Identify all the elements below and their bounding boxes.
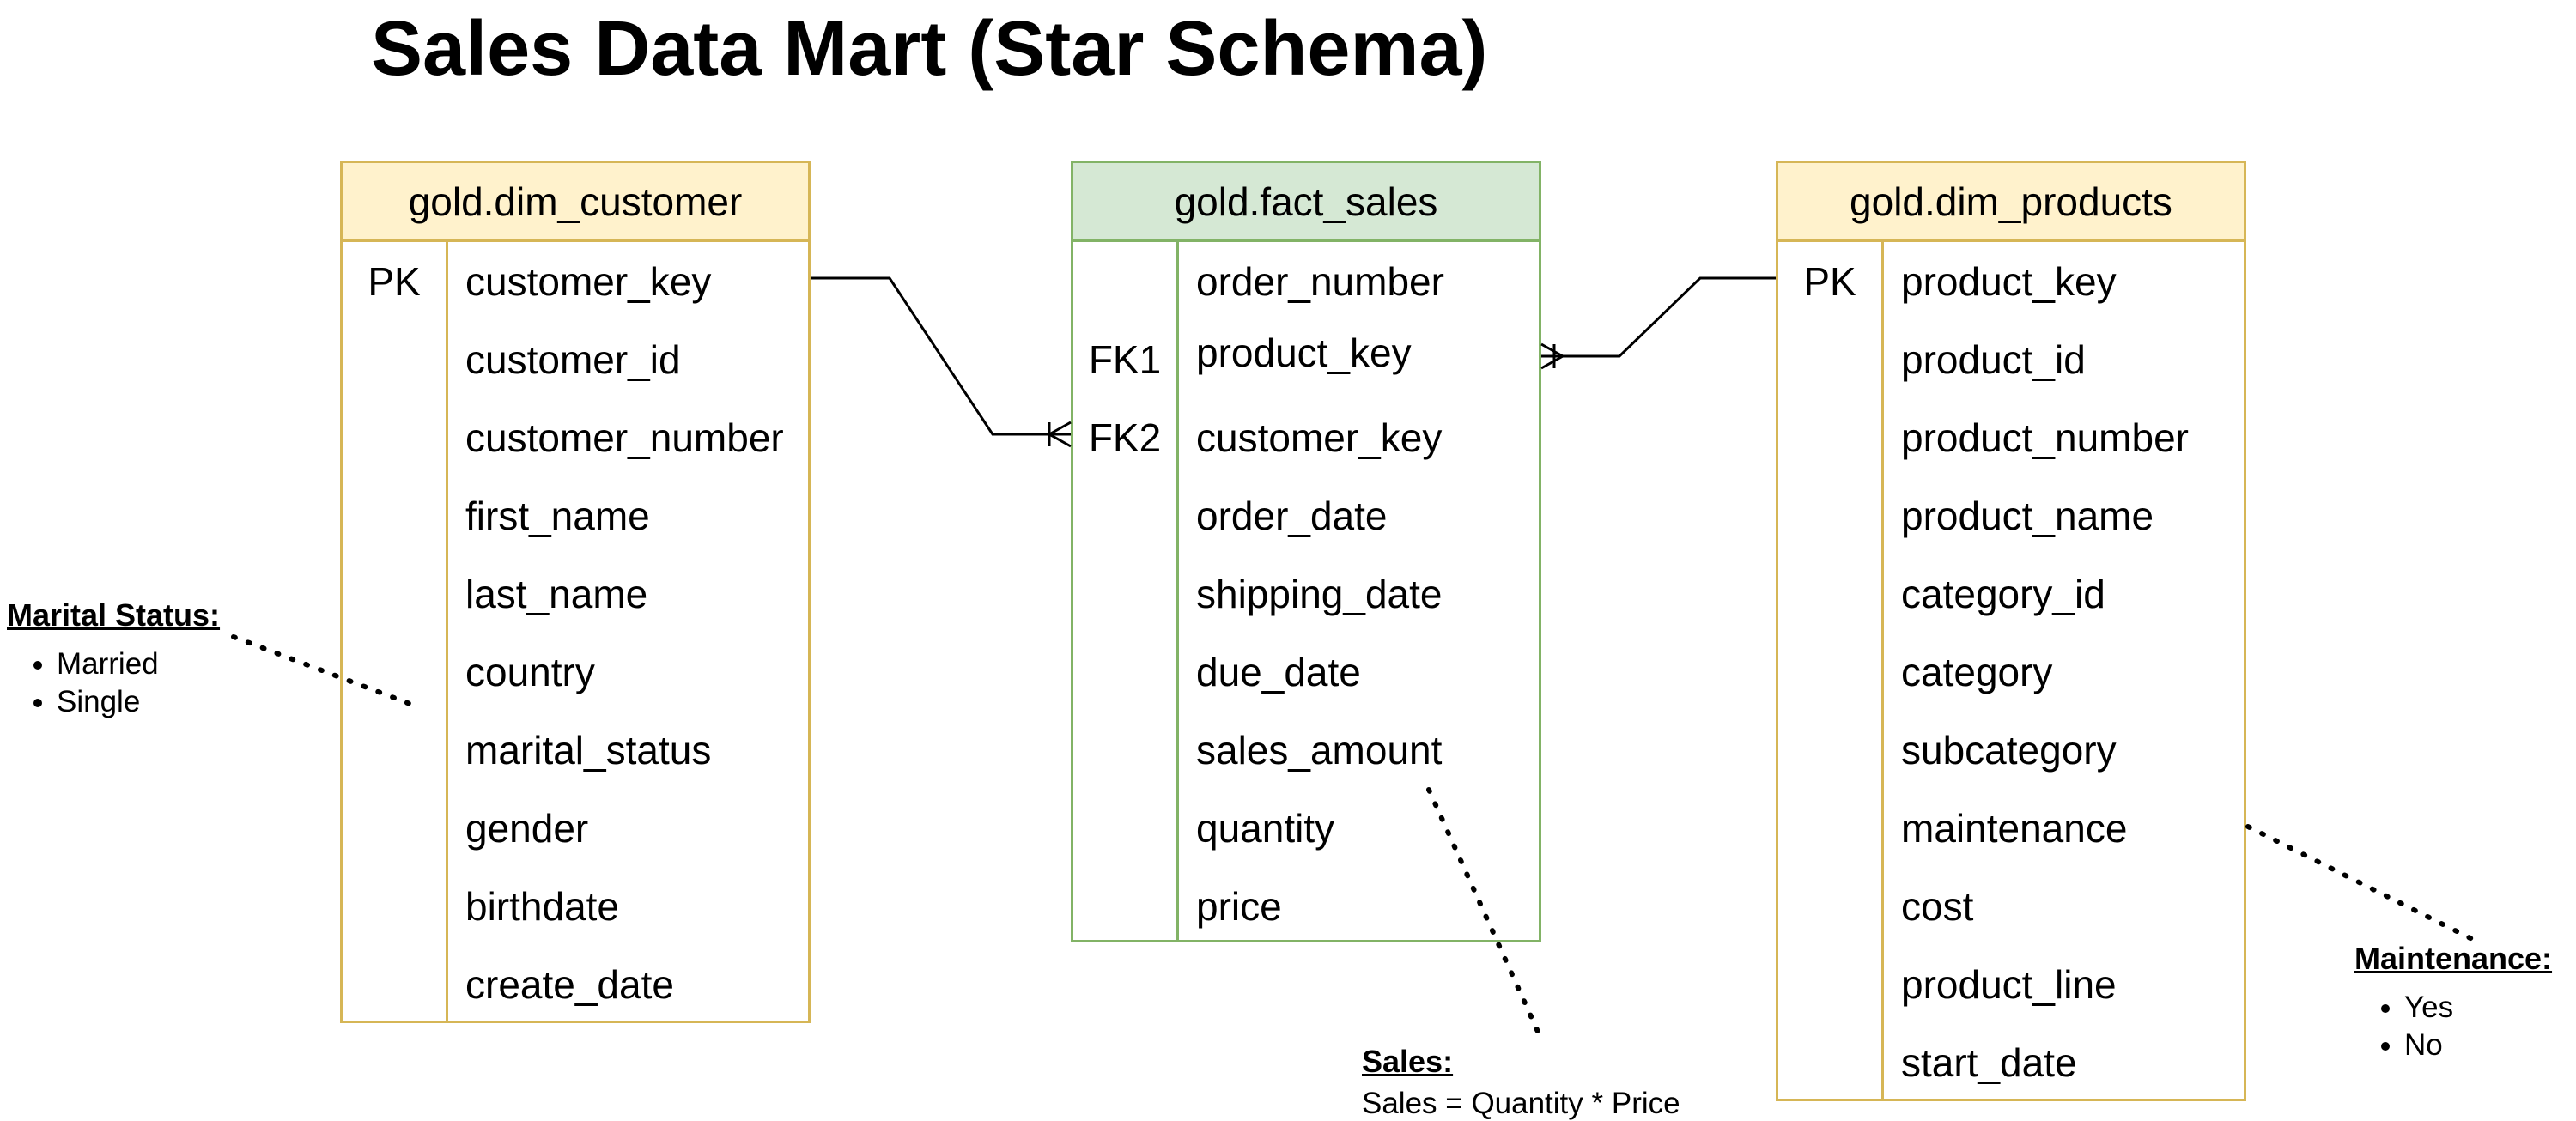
table-row: last_name (343, 554, 808, 633)
table-row: subcategory (1778, 711, 2244, 789)
field-label: product_key (1901, 258, 2117, 304)
field-label: birthdate (465, 883, 620, 929)
field-label: first_name (465, 493, 650, 538)
column-divider (1176, 242, 1179, 940)
field-label: customer_number (465, 415, 784, 460)
table-row: shipping_date (1073, 554, 1539, 633)
table-row: order_number (1073, 242, 1539, 320)
field-label: create_date (465, 961, 674, 1007)
note-item: No (2404, 1027, 2552, 1064)
note-title: Maintenance: (2354, 941, 2553, 976)
table-row: marital_status (343, 711, 808, 789)
table-row: sales_amount (1073, 711, 1539, 789)
field-label: customer_key (1196, 415, 1443, 460)
table-row: product_id (1778, 320, 2244, 398)
marital-note-connector (231, 634, 422, 710)
table-row: maintenance (1778, 789, 2244, 867)
note-item: Married (57, 645, 220, 683)
table-header: gold.dim_products (1778, 163, 2244, 242)
field-label: shipping_date (1196, 571, 1443, 616)
field-label: sales_amount (1196, 727, 1443, 773)
table-row: customer_id (343, 320, 808, 398)
field-label: product_id (1901, 336, 2086, 382)
table-row: category_id (1778, 554, 2244, 633)
table-row: FK2 customer_key (1073, 398, 1539, 476)
products-to-fact-relationship (1540, 276, 1776, 370)
field-label: product_name (1901, 493, 2154, 538)
field-label: order_number (1196, 258, 1444, 304)
table-row: quantity (1073, 789, 1539, 867)
note-text: Sales = Quantity * Price (1362, 1087, 1680, 1120)
marital-status-note: Marital Status: Married Single (7, 597, 220, 721)
table-fact-sales[interactable]: gold.fact_sales order_number FK1 product_… (1071, 161, 1541, 942)
table-row: birthdate (343, 867, 808, 945)
field-label: quantity (1196, 805, 1335, 851)
field-label: last_name (465, 571, 648, 616)
field-label: category (1901, 649, 2053, 694)
table-row: category (1778, 633, 2244, 711)
field-label: category_id (1901, 571, 2105, 616)
field-label: price (1196, 883, 1282, 929)
table-row: first_name (343, 476, 808, 554)
maintenance-note: Maintenance: Yes No (2354, 941, 2552, 1064)
field-label: country (465, 649, 595, 694)
table-row: create_date (343, 945, 808, 1023)
table-row: FK1 product_key (1073, 320, 1539, 398)
table-header: gold.fact_sales (1073, 163, 1539, 242)
table-dim-products[interactable]: gold.dim_products PK product_key product_… (1776, 161, 2246, 1101)
field-label: gender (465, 805, 589, 851)
key-label: FK1 (1088, 336, 1162, 382)
table-row: customer_number (343, 398, 808, 476)
note-item: Single (57, 683, 220, 721)
field-label: maintenance (1901, 805, 2128, 851)
table-row: start_date (1778, 1023, 2244, 1101)
table-row: country (343, 633, 808, 711)
note-title: Sales: (1362, 1044, 1454, 1079)
table-row: product_name (1778, 476, 2244, 554)
field-label: order_date (1196, 493, 1388, 538)
table-row: gender (343, 789, 808, 867)
table-row: PK customer_key (343, 242, 808, 320)
note-item: Yes (2404, 989, 2552, 1027)
diagram-title: Sales Data Mart (Star Schema) (371, 6, 1488, 92)
key-label: PK (368, 258, 421, 304)
table-row: due_date (1073, 633, 1539, 711)
table-row: price (1073, 867, 1539, 945)
table-row: order_date (1073, 476, 1539, 554)
table-header: gold.dim_customer (343, 163, 808, 242)
column-divider (446, 242, 448, 1021)
table-row: cost (1778, 867, 2244, 945)
field-label: marital_status (465, 727, 712, 773)
table-row: product_number (1778, 398, 2244, 476)
field-label: product_key (1196, 330, 1412, 375)
key-label: FK2 (1088, 415, 1162, 460)
sales-note-connector (1426, 787, 1545, 1044)
sales-note: Sales: Sales = Quantity * Price (1362, 1044, 1680, 1121)
table-dim-customer[interactable]: gold.dim_customer PK customer_key custome… (340, 161, 811, 1023)
customer-to-fact-relationship (811, 276, 1072, 448)
field-label: due_date (1196, 649, 1361, 694)
field-label: customer_key (465, 258, 712, 304)
table-row: PK product_key (1778, 242, 2244, 320)
field-label: cost (1901, 883, 1974, 929)
field-label: customer_id (465, 336, 681, 382)
column-divider (1881, 242, 1884, 1099)
key-label: PK (1803, 258, 1856, 304)
field-label: start_date (1901, 1039, 2077, 1085)
table-row: product_line (1778, 945, 2244, 1023)
field-label: product_number (1901, 415, 2189, 460)
maintenance-note-connector (2245, 824, 2480, 944)
field-label: product_line (1901, 961, 2117, 1007)
field-label: subcategory (1901, 727, 2117, 773)
note-title: Marital Status: (7, 597, 221, 633)
